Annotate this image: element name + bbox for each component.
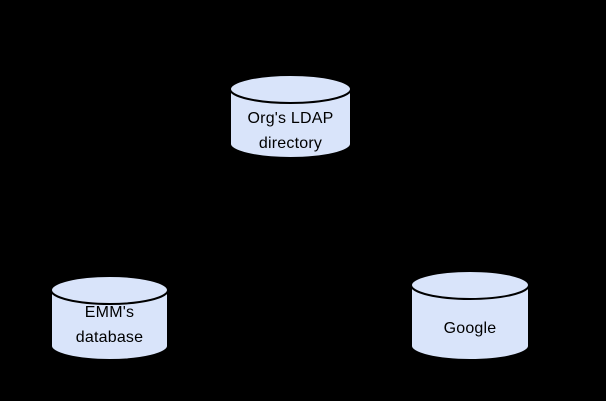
cylinder-top [50, 275, 169, 305]
node-label-line: directory [258, 135, 323, 152]
cylinder-body [410, 285, 530, 361]
database-cylinder-emm [50, 275, 169, 361]
node-label-emm: EMM's database [50, 300, 169, 350]
node-label-google: Google [410, 316, 530, 341]
node-label-org-ldap: Org's LDAP directory [229, 106, 352, 156]
cylinder-body [50, 290, 169, 361]
cylinder-top [229, 74, 352, 104]
database-cylinder-org-ldap [229, 74, 352, 159]
cylinder-body [229, 89, 352, 159]
node-label-line: EMM's [84, 304, 135, 321]
cylinder-top [410, 270, 530, 300]
database-cylinder-google [410, 270, 530, 361]
node-label-line: Google [443, 320, 497, 337]
node-label-line: Org's LDAP [247, 110, 334, 127]
node-label-line: database [75, 329, 144, 346]
